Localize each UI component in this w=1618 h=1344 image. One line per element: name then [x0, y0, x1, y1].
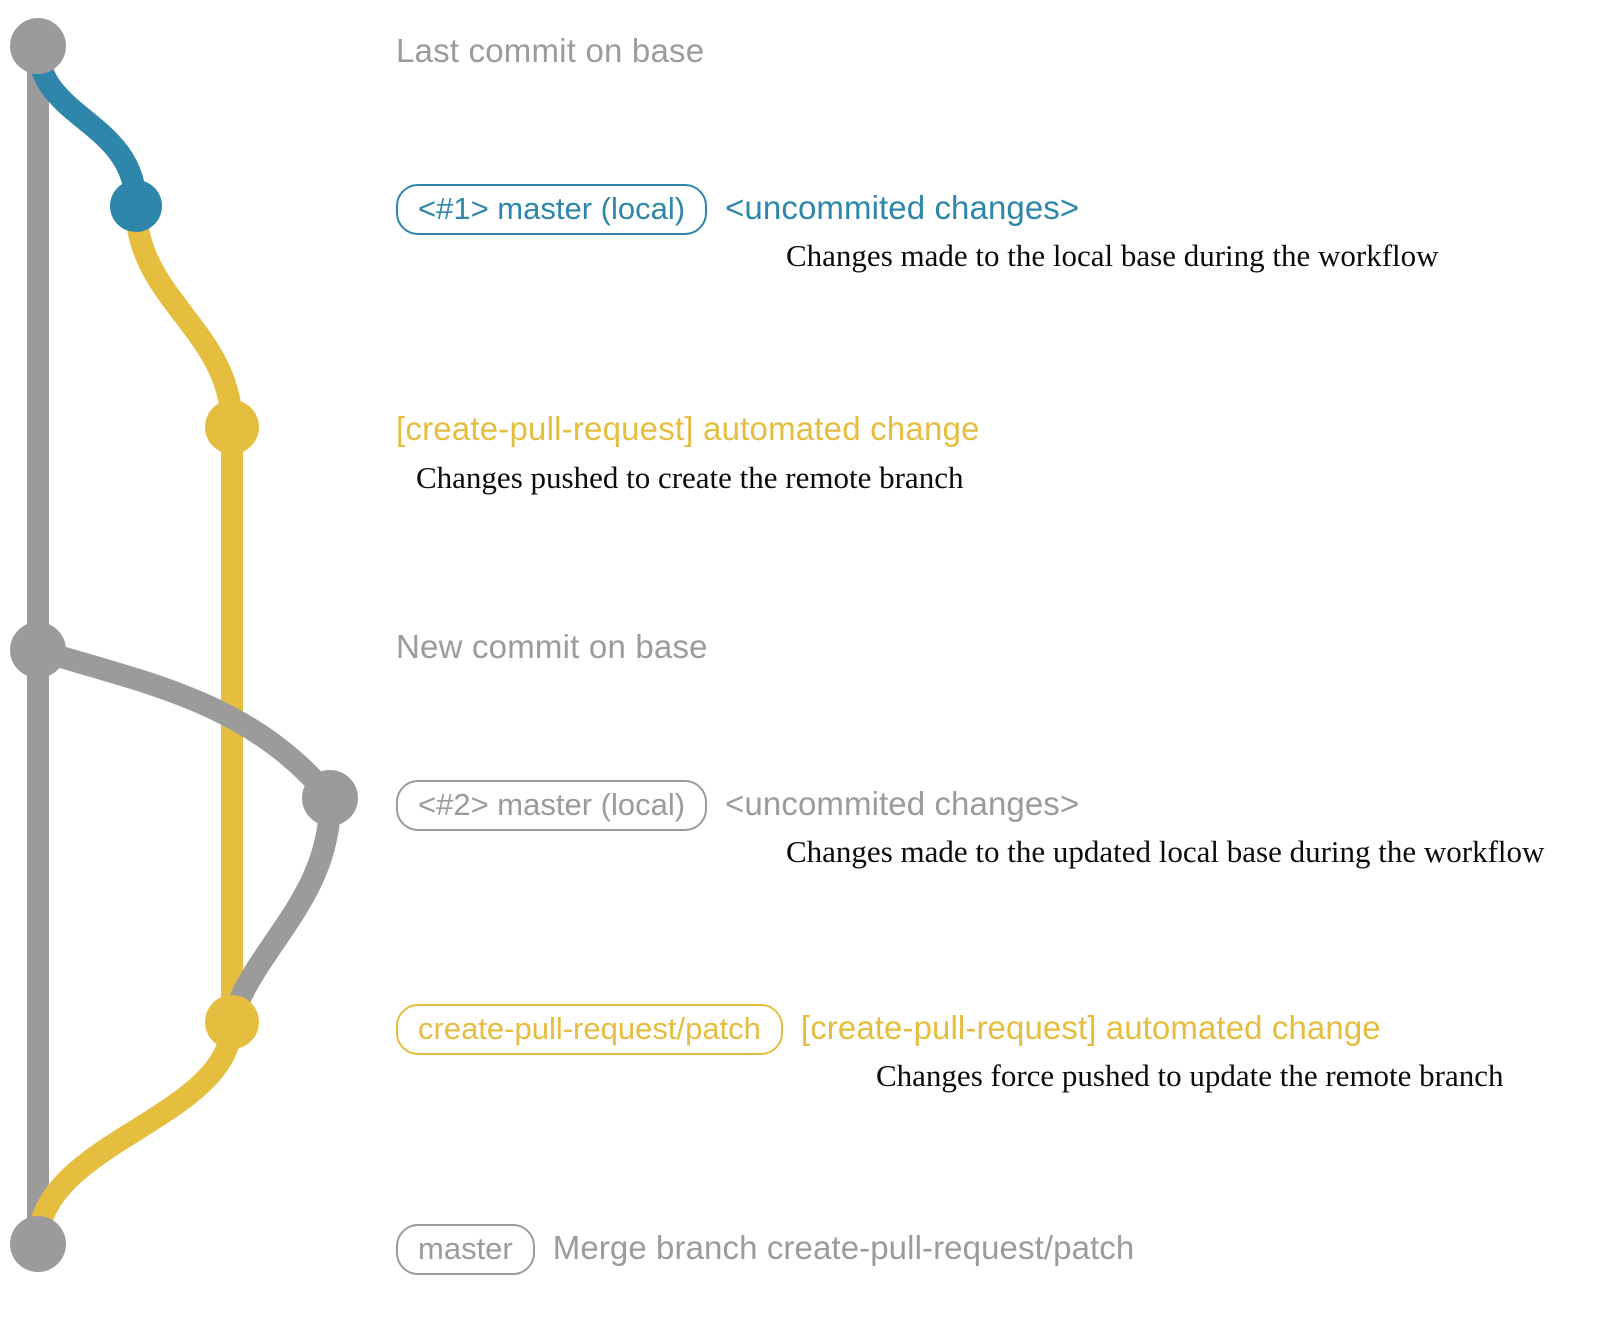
commit-description-local-2: Changes made to the updated local base d… [786, 834, 1545, 869]
commit-description-patch-1: Changes pushed to create the remote bran… [416, 460, 964, 495]
commit-subject-patch-1: [create-pull-request] automated change [396, 410, 980, 447]
commit-node-local-1[interactable] [110, 180, 162, 232]
edge-local1-to-patch1 [125, 195, 243, 438]
commit-node-base-head[interactable] [10, 18, 66, 74]
branch-badge-master-local-1[interactable]: <#1> master (local) [396, 184, 708, 235]
commit-row-last-commit: Last commit on base [396, 32, 704, 70]
edge-patch2-to-merge [27, 1011, 243, 1255]
commit-row-patch-1: [create-pull-request] automated change [396, 410, 980, 448]
edge-local2-to-patch2 [221, 787, 342, 1033]
commit-subject-local-1: <uncommited changes> [725, 189, 1080, 226]
commit-subject-local-2: <uncommited changes> [725, 785, 1080, 822]
branch-badge-master[interactable]: master [396, 1224, 535, 1275]
commit-description-patch-2: Changes force pushed to update the remot… [876, 1058, 1504, 1093]
edge-basenew-to-local2 [27, 639, 341, 809]
commit-row-local-1: <#1> master (local) <uncommited changes> [396, 184, 1079, 235]
commit-node-patch-1[interactable] [205, 400, 259, 454]
commit-node-local-2[interactable] [302, 770, 358, 826]
branch-badge-create-pull-request-patch[interactable]: create-pull-request/patch [396, 1004, 783, 1055]
commit-row-master-merge: master Merge branch create-pull-request/… [396, 1224, 1134, 1275]
commit-subject-last-commit: Last commit on base [396, 32, 705, 69]
git-commit-graph [10, 18, 358, 1272]
commit-row-local-2: <#2> master (local) <uncommited changes> [396, 780, 1079, 831]
commit-row-new-commit: New commit on base [396, 628, 708, 666]
commit-row-patch-2: create-pull-request/patch [create-pull-r… [396, 1004, 1381, 1055]
branch-badge-master-local-2[interactable]: <#2> master (local) [396, 780, 708, 831]
commit-description-local-1: Changes made to the local base during th… [786, 238, 1439, 273]
commit-node-patch-2[interactable] [205, 995, 259, 1049]
commit-node-base-new[interactable] [10, 622, 66, 678]
commit-subject-master-merge: Merge branch create-pull-request/patch [552, 1229, 1135, 1266]
commit-subject-new-commit: New commit on base [396, 628, 708, 665]
commit-node-master-merge[interactable] [10, 1216, 66, 1272]
commit-subject-patch-2: [create-pull-request] automated change [800, 1009, 1381, 1046]
